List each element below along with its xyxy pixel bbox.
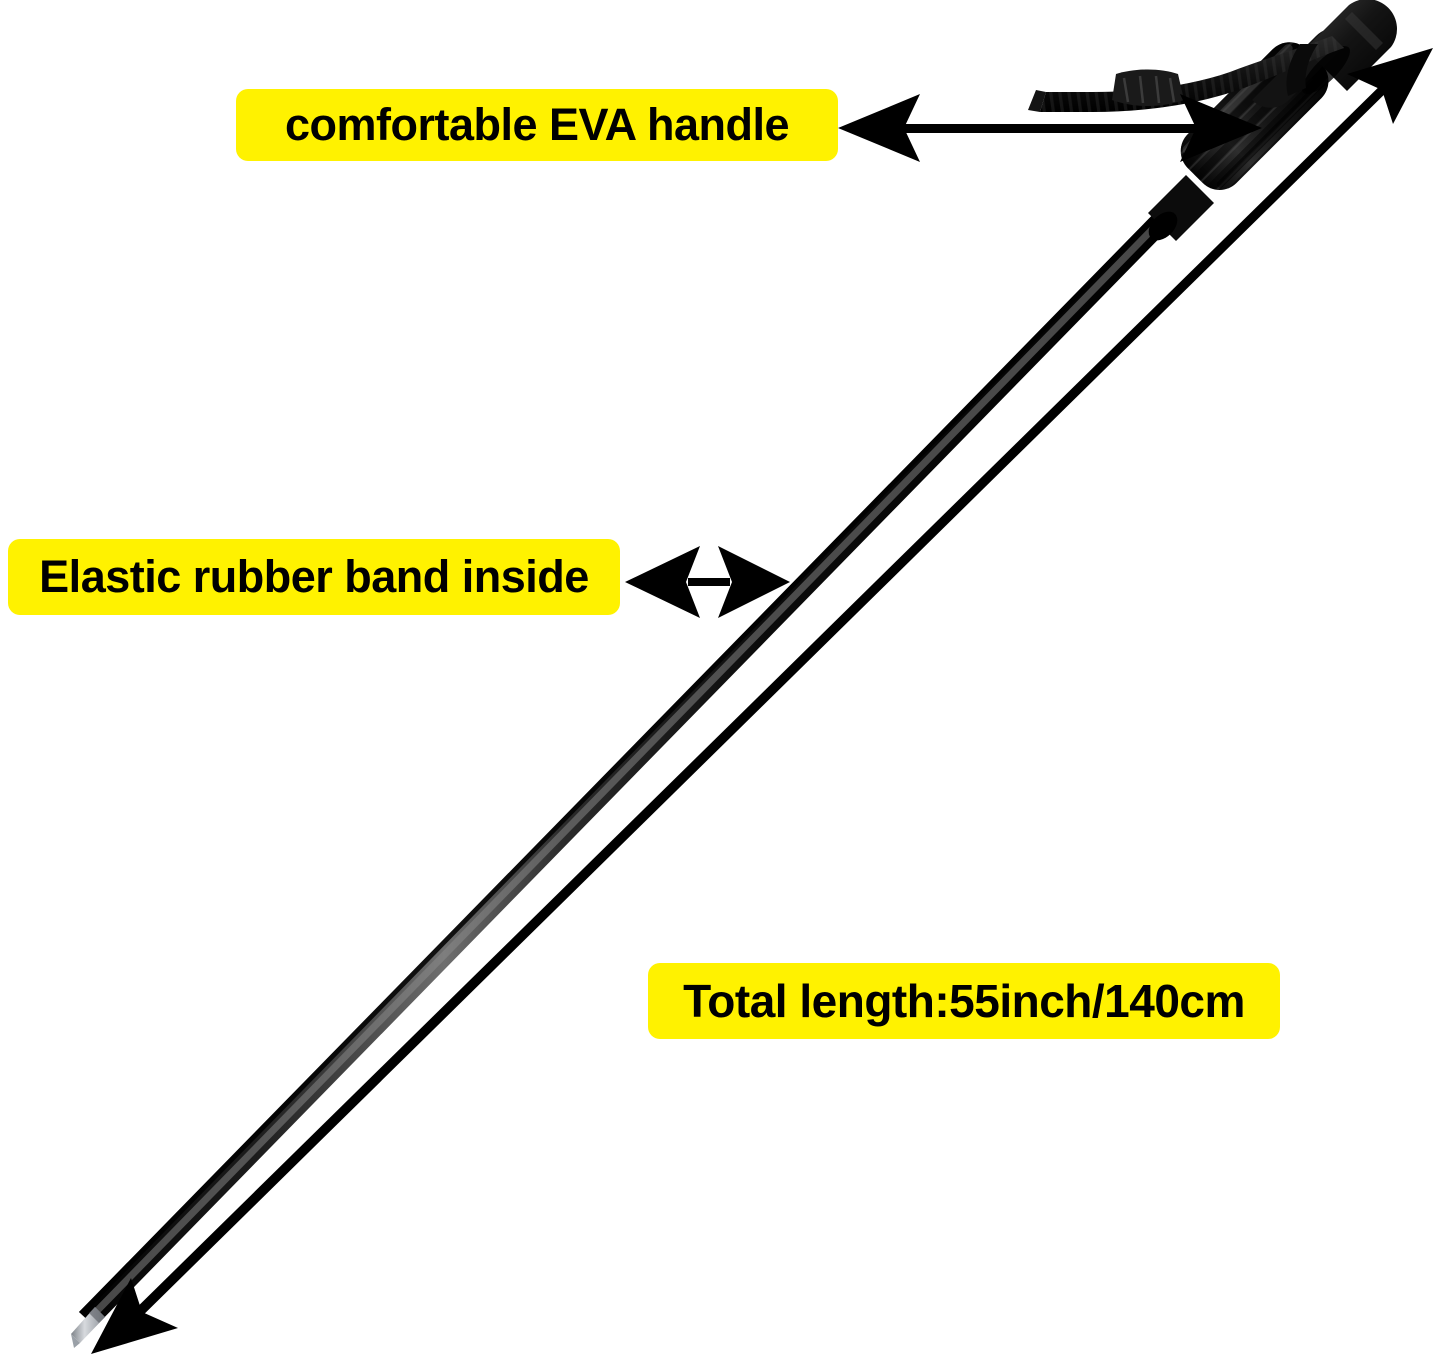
pole-shaft (79, 196, 1186, 1327)
handle-arrow (838, 94, 1262, 162)
callout-total-length: Total length:55inch/140cm (648, 963, 1280, 1039)
callout-handle-label: comfortable EVA handle (284, 99, 790, 150)
callout-band-label: Elastic rubber band inside (39, 551, 589, 602)
callout-elastic-rubber-band: Elastic rubber band inside (8, 539, 620, 615)
eva-handle (1148, 0, 1397, 241)
pole-tip (71, 1307, 105, 1348)
wrist-strap (1028, 36, 1344, 112)
strap-buckle (1112, 69, 1184, 106)
callout-comfortable-eva-handle: comfortable EVA handle (236, 89, 838, 161)
callout-length-label: Total length:55inch/140cm (683, 975, 1245, 1027)
total-length-arrow (91, 48, 1433, 1354)
band-arrow (625, 546, 790, 618)
